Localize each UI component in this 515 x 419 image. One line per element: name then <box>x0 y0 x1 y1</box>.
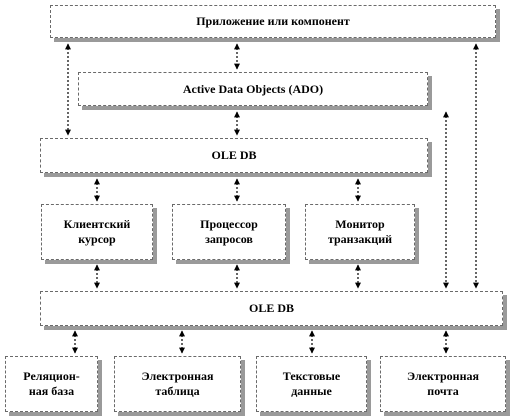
query-processor-label: Процессор запросов <box>200 217 258 246</box>
app-box: Приложение или компонент <box>50 5 496 38</box>
relational-db-label: Реляцион- ная база <box>23 369 80 398</box>
query-processor-box: Процессор запросов <box>172 204 286 260</box>
app-label: Приложение или компонент <box>196 14 350 28</box>
transaction-monitor-label: Монитор транзакций <box>327 217 393 246</box>
relational-db-box: Реляцион- ная база <box>5 356 98 412</box>
oledb-top-label: OLE DB <box>211 148 257 162</box>
spreadsheet-label: Электронная таблица <box>141 369 214 398</box>
oledb-bottom-label: OLE DB <box>248 301 294 315</box>
text-data-label: Текстовые данные <box>282 369 341 398</box>
client-cursor-label: Клиентский курсор <box>63 217 131 246</box>
oledb-top-box: OLE DB <box>40 138 428 173</box>
ado-box: Active Data Objects (ADO) <box>78 72 428 106</box>
oledb-bottom-box: OLE DB <box>40 291 503 326</box>
email-box: Электронная почта <box>380 356 506 412</box>
client-cursor-box: Клиентский курсор <box>41 204 153 260</box>
text-data-box: Текстовые данные <box>256 356 367 412</box>
ado-label: Active Data Objects (ADO) <box>182 81 324 96</box>
spreadsheet-box: Электронная таблица <box>114 356 241 412</box>
email-label: Электронная почта <box>407 369 479 398</box>
transaction-monitor-box: Монитор транзакций <box>305 204 415 260</box>
